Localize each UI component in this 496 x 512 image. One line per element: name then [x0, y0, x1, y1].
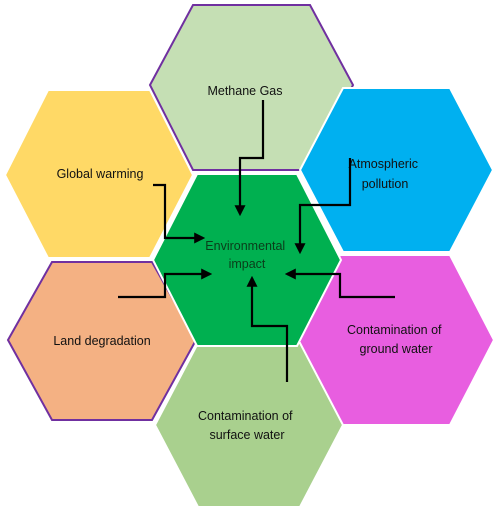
arrow-land-degradation: [118, 268, 213, 299]
label-environmental-impact: Environmental impact: [205, 239, 288, 271]
label-contamination-of-ground-water: Contamination of ground water: [347, 323, 445, 356]
hexagon-global-warming: [3, 89, 195, 259]
label-atmospheric-pollution: Atmospheric pollution: [349, 157, 422, 191]
arrow-global-warming: [153, 183, 206, 244]
hexagon-atmospheric-pollution: [298, 87, 495, 253]
arrow-methane-gas: [234, 100, 265, 217]
label-land-degradation: Land degradation: [53, 334, 150, 348]
hexagon-tiles: [3, 4, 496, 508]
label-global-warming: Global warming: [57, 167, 144, 181]
label-contamination-of-surface-water: Contamination of surface water: [198, 409, 296, 442]
arrow-atmospheric-pollution: [294, 158, 352, 255]
arrows: [118, 100, 395, 382]
hexagon-methane-gas: [148, 4, 355, 171]
label-methane-gas: Methane Gas: [207, 84, 282, 98]
arrow-contamination-of-surface-water: [246, 275, 289, 382]
hexagon-environmental-impact: [151, 173, 343, 347]
arrow-contamination-of-ground-water: [284, 268, 395, 299]
